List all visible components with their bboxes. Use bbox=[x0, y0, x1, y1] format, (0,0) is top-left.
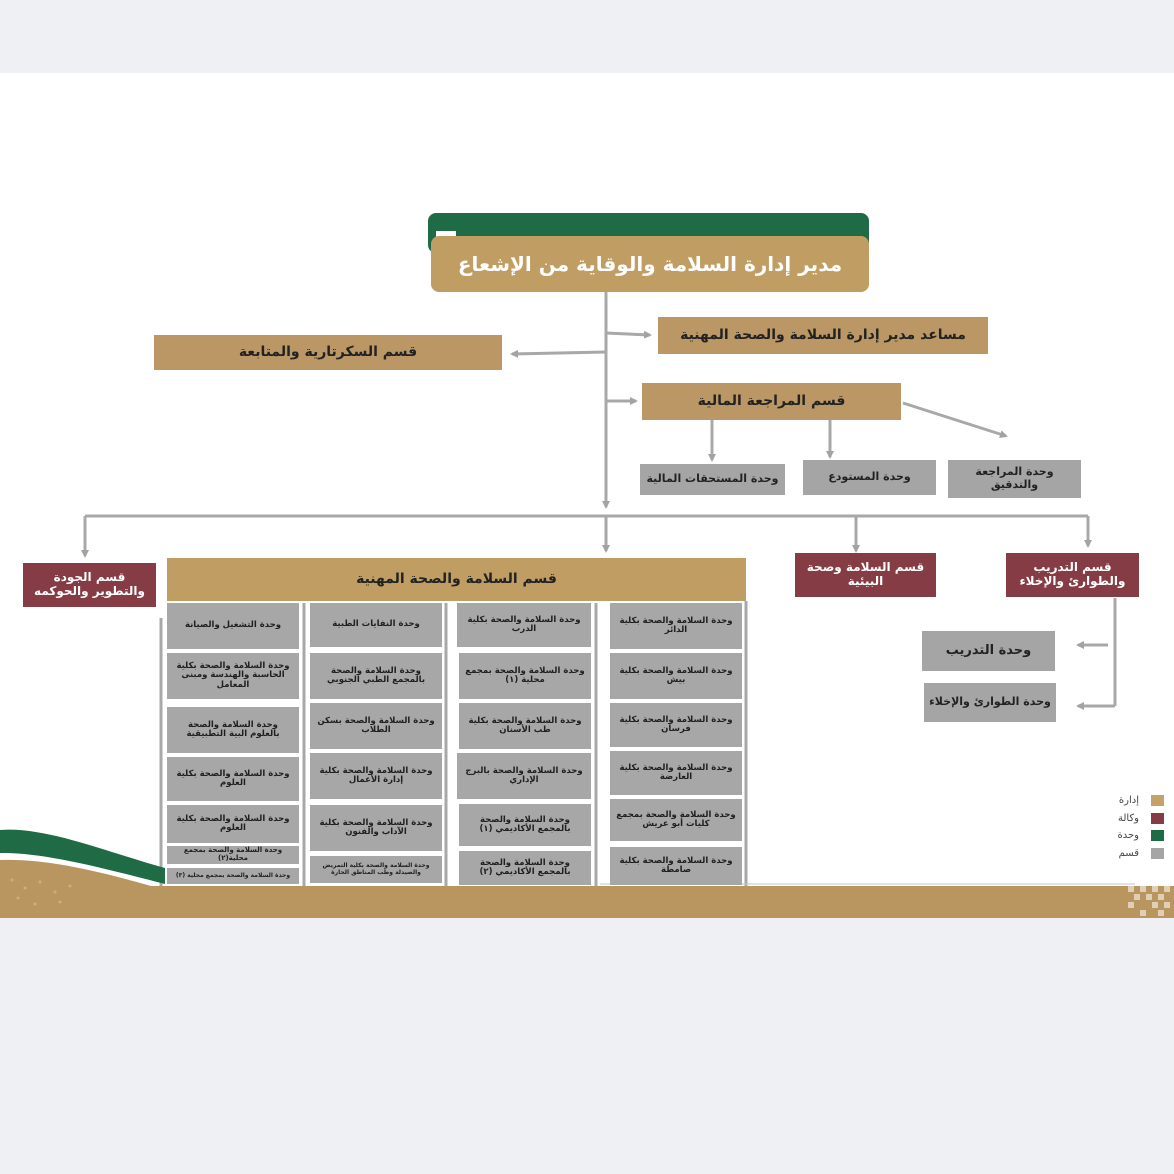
quality-dept-box: قسم الجودة والتطوير والحوكمه bbox=[23, 563, 156, 607]
legend-label: إدارة bbox=[1118, 795, 1139, 806]
legend-label: وكالة bbox=[1117, 813, 1139, 824]
ohs-unit: وحدة السلامة والصحة بكلية الحاسبة والهند… bbox=[167, 653, 299, 699]
ohs-unit-label: وحدة السلامة والصحة بمجمع محلية (٣) bbox=[175, 871, 291, 879]
ohs-unit-label: وحدة السلامة والصحة بكلية العارضة bbox=[619, 762, 733, 782]
finance-title: قسم المراجعة المالية bbox=[697, 393, 846, 410]
ohs-unit-label: وحدة السلامة والصحة بكلية الدائر bbox=[619, 615, 733, 635]
connector-lines bbox=[81, 291, 1135, 901]
training-unit-label: وحدة الطوارئ والإخلاء bbox=[929, 695, 1051, 709]
ohs-unit-label: وحدة السلامة والصحة بكلية طب الأسنان bbox=[468, 715, 582, 735]
ohs-title: قسم السلامة والصحة المهنية bbox=[356, 571, 557, 588]
ohs-unit-label: وحدة السلامة والصحة بكلية الآداب والفنون bbox=[319, 817, 433, 837]
ohs-unit: وحدة السلامة والصحة بكلية طب الأسنان bbox=[459, 703, 591, 749]
ohs-unit: وحدة السلامة والصحة بكلية صامطة bbox=[610, 847, 742, 885]
ohs-unit: وحدة السلامة والصحة بالمجمع الأكاديمي (١… bbox=[459, 804, 591, 846]
ohs-unit: وحدة السلامة والصحة بمجمع محلية(٢) bbox=[167, 846, 299, 864]
ohs-unit-label: وحدة النفايات الطبية bbox=[332, 619, 420, 630]
ohs-unit: وحدة السلامة والصحة بكلية بيش bbox=[610, 653, 742, 699]
ohs-unit-label: وحدة التشغيل والصيانة bbox=[184, 620, 282, 631]
footer-decoration bbox=[0, 829, 1174, 918]
ohs-unit-label: وحدة السلامة والصحة بالمجمع الأكاديمي (٢… bbox=[479, 857, 571, 877]
finance-unit-label: وحدة المستحقات المالية bbox=[646, 472, 779, 486]
legend-swatch bbox=[1151, 795, 1164, 806]
training-unit-emergency: وحدة الطوارئ والإخلاء bbox=[924, 683, 1056, 722]
quality-title: قسم الجودة والتطوير والحوكمه bbox=[34, 570, 145, 598]
training-unit-training: وحدة التدريب bbox=[922, 631, 1055, 671]
env-safety-dept-box: قسم السلامة وصحة البيئية bbox=[795, 553, 936, 597]
ohs-unit-label: وحدة السلامة والصحة بمجمع كليات أبو عريش bbox=[616, 809, 736, 829]
legend-swatch bbox=[1151, 813, 1164, 824]
ohs-unit-label: وحدة السلامة والصحة بمجمع محلية(٢) bbox=[183, 846, 283, 862]
finance-unit-audit: وحدة المراجعة والتدقيق bbox=[948, 460, 1081, 498]
ohs-unit-label: وحدة السلامة والصحة بكلية فرسان bbox=[619, 714, 733, 734]
ohs-unit: وحدة السلامة والصحة بالعلوم البية التطبي… bbox=[167, 707, 299, 753]
ohs-unit-label: وحدة السلامة والصحة بكلية التمريض والصيد… bbox=[322, 861, 430, 876]
ohs-unit: وحدة السلامة والصحة بكلية العلوم bbox=[167, 757, 299, 801]
ohs-unit: وحدة السلامة والصحة بسكن الطلاب bbox=[310, 703, 442, 749]
ohs-unit-label: وحدة السلامة والصحة بالعلوم البية التطبي… bbox=[186, 719, 280, 739]
ohs-unit: وحدة السلامة والصحة بالبرج الإداري bbox=[457, 753, 591, 799]
legend-swatch bbox=[1151, 830, 1164, 841]
ohs-unit-label: وحدة السلامة والصحة بالبرج الإداري bbox=[465, 765, 583, 785]
ohs-unit: وحدة السلامة والصحة بمجمع محلية (١) bbox=[459, 653, 591, 699]
ohs-unit: وحدة السلامة والصحة بكلية العلوم bbox=[167, 805, 299, 843]
secretariat-box: قسم السكرتارية والمتابعة bbox=[154, 335, 502, 370]
legend-item: وكالة bbox=[1113, 813, 1164, 824]
legend-item: إدارة bbox=[1113, 795, 1164, 806]
env-safety-title: قسم السلامة وصحة البيئية bbox=[806, 560, 925, 588]
ohs-unit: وحدة السلامة والصحة بكلية التمريض والصيد… bbox=[310, 856, 442, 883]
org-chart-sheet: مدير إدارة السلامة والوقاية من الإشعاع م… bbox=[0, 73, 1174, 918]
legend-item: وحدة bbox=[1113, 830, 1164, 841]
legend-label: وحدة bbox=[1117, 830, 1140, 841]
legend-label: قسم bbox=[1118, 848, 1139, 859]
ohs-unit-label: وحدة السلامة والصحة بسكن الطلاب bbox=[317, 715, 435, 735]
ohs-unit-label: وحدة السلامة والصحة بالمجمع الأكاديمي (١… bbox=[479, 814, 571, 834]
ohs-unit: وحدة السلامة والصحة بالمجمع الأكاديمي (٢… bbox=[459, 851, 591, 885]
ohs-unit-label: وحدة السلامة والصحة بالمجمع الطبي الجنوب… bbox=[326, 665, 426, 685]
finance-unit-warehouse: وحدة المستودع bbox=[803, 460, 936, 495]
finance-unit-label: وحدة المراجعة والتدقيق bbox=[975, 465, 1054, 491]
ohs-unit: وحدة السلامة والصحة بكلية إدارة الأعمال bbox=[310, 753, 442, 799]
ohs-unit-label: وحدة السلامة والصحة بكلية العلوم bbox=[176, 768, 290, 788]
ohs-dept-box: قسم السلامة والصحة المهنية bbox=[167, 558, 746, 601]
training-dept-box: قسم التدريب والطوارئ والإخلاء bbox=[1006, 553, 1139, 597]
legend-item: قسم bbox=[1113, 848, 1164, 859]
ohs-unit: وحدة السلامة والصحة بالمجمع الطبي الجنوب… bbox=[310, 653, 442, 699]
ohs-unit-label: وحدة السلامة والصحة بكلية صامطة bbox=[619, 855, 733, 875]
legend-swatch bbox=[1151, 848, 1164, 859]
ohs-unit-label: وحدة السلامة والصحة بكلية العلوم bbox=[176, 813, 290, 833]
ohs-unit: وحدة النفايات الطبية bbox=[310, 603, 442, 647]
training-unit-label: وحدة التدريب bbox=[945, 642, 1032, 658]
ohs-unit-label: وحدة السلامة والصحة بكلية بيش bbox=[619, 665, 733, 685]
training-title: قسم التدريب والطوارئ والإخلاء bbox=[1019, 560, 1126, 588]
finance-unit-dues: وحدة المستحقات المالية bbox=[640, 464, 785, 495]
ohs-unit: وحدة السلامة والصحة بكلية الآداب والفنون bbox=[310, 805, 442, 851]
assistant-title: مساعد مدير إدارة السلامة والصحة المهنية bbox=[680, 327, 966, 344]
secretariat-title: قسم السكرتارية والمتابعة bbox=[238, 344, 418, 361]
ohs-unit: وحدة السلامة والصحة بكلية الدرب bbox=[457, 603, 591, 647]
ohs-unit: وحدة السلامة والصحة بمجمع محلية (٣) bbox=[167, 868, 299, 884]
director-box: مدير إدارة السلامة والوقاية من الإشعاع bbox=[431, 236, 869, 292]
finance-unit-label: وحدة المستودع bbox=[828, 470, 911, 484]
ohs-unit: وحدة السلامة والصحة بكلية فرسان bbox=[610, 703, 742, 747]
ohs-unit-label: وحدة السلامة والصحة بكلية الحاسبة والهند… bbox=[176, 660, 290, 690]
ohs-unit: وحدة التشغيل والصيانة bbox=[167, 603, 299, 649]
ohs-unit-label: وحدة السلامة والصحة بمجمع محلية (١) bbox=[465, 665, 585, 685]
ohs-unit: وحدة السلامة والصحة بمجمع كليات أبو عريش bbox=[610, 799, 742, 841]
ohs-unit: وحدة السلامة والصحة بكلية الدائر bbox=[610, 603, 742, 649]
assistant-director-box: مساعد مدير إدارة السلامة والصحة المهنية bbox=[658, 317, 988, 354]
ohs-unit: وحدة السلامة والصحة بكلية العارضة bbox=[610, 751, 742, 795]
director-title: مدير إدارة السلامة والوقاية من الإشعاع bbox=[457, 251, 843, 276]
ohs-unit-label: وحدة السلامة والصحة بكلية الدرب bbox=[467, 614, 581, 634]
ohs-unit-label: وحدة السلامة والصحة بكلية إدارة الأعمال bbox=[319, 765, 433, 785]
finance-dept-box: قسم المراجعة المالية bbox=[642, 383, 901, 420]
